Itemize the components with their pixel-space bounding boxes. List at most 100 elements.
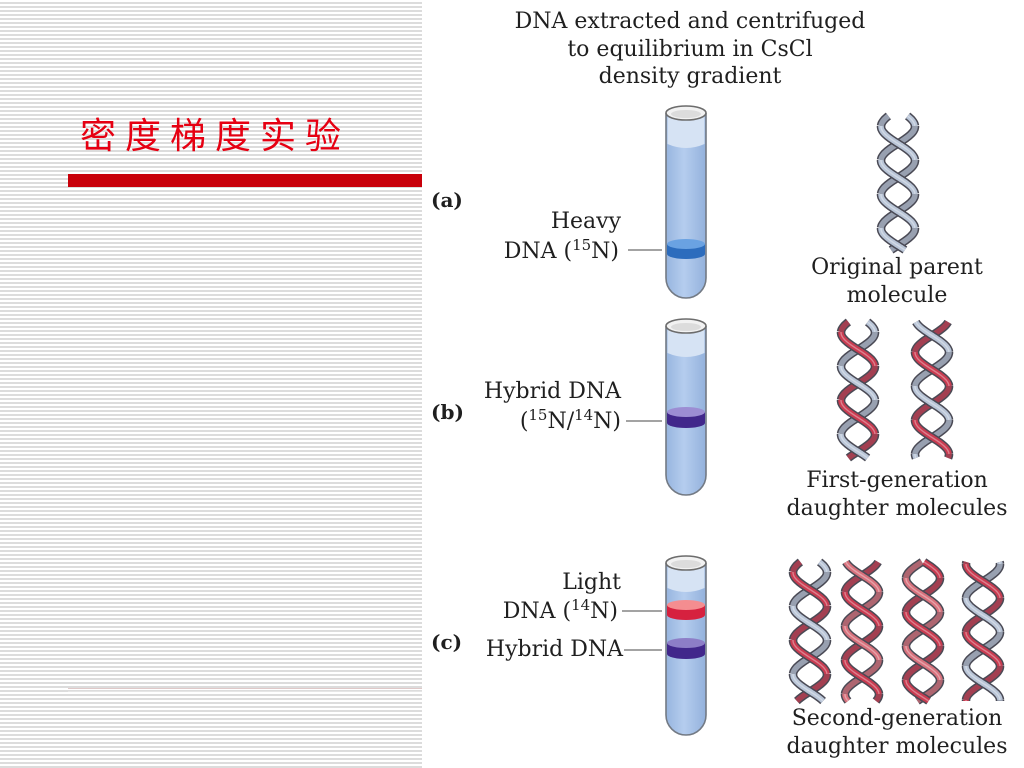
helix-strand-highlight (840, 434, 869, 459)
label-text: ( (519, 409, 529, 434)
tube-top-layer (667, 116, 705, 148)
caption-line: molecule (846, 283, 948, 308)
helix-strand-highlight (915, 321, 950, 353)
helix-strand-highlight (880, 126, 916, 161)
helix-strand (838, 319, 851, 334)
helix-strand (913, 320, 952, 354)
helix-strand (790, 559, 803, 574)
helix-strand-highlight (845, 561, 880, 593)
dna-double-helix (876, 112, 920, 254)
helix-strand (865, 319, 878, 334)
helix-strand (903, 678, 931, 704)
helix-strand-highlight (880, 228, 906, 251)
caption-line: Original parent (811, 255, 983, 280)
helix-strand (912, 350, 952, 388)
title-underline-bar (68, 174, 422, 187)
centrifuge-tube-b (665, 318, 707, 496)
label-text: DNA ( (503, 239, 573, 264)
header-line: to equilibrium in CsCl (567, 36, 813, 62)
helix-strand-highlight (905, 578, 941, 613)
dna-double-helix (788, 558, 832, 705)
label-text: DNA ( (502, 599, 572, 624)
tube-opening (671, 110, 701, 118)
helix-strand (878, 124, 918, 162)
helix-strand-highlight (840, 400, 876, 435)
helix-strand-highlight (905, 680, 929, 702)
helix-strand-highlight (965, 666, 1001, 701)
helix-strand-highlight (792, 572, 828, 607)
helix-strand (795, 672, 830, 704)
helix-strand-highlight (965, 632, 1001, 667)
helix-strand (790, 672, 825, 704)
helix-strand (790, 638, 830, 676)
dna-double-helix (910, 318, 954, 462)
helix-strand (838, 330, 878, 368)
helix-strand (843, 560, 882, 594)
helix-strand-highlight (914, 352, 950, 387)
hybrid-dna-isotope-label: (15N/14N) (519, 407, 621, 434)
hybrid-dna-band-top (667, 638, 705, 648)
helix-strand (878, 158, 918, 196)
helix-strand (903, 610, 943, 648)
helix-strand (838, 364, 878, 402)
dna-double-helix (840, 558, 884, 705)
helix-strand-highlight (914, 420, 950, 455)
panel-tag-b: (b) (431, 400, 464, 424)
helix-strand (842, 692, 851, 703)
helix-strand-highlight (840, 332, 876, 367)
helix-strand (842, 624, 882, 662)
helix-strand (817, 559, 830, 574)
helix-strand-highlight (792, 606, 828, 641)
hybrid-dna-label: Hybrid DNA (483, 379, 621, 404)
caption-b: First-generation daughter molecules (777, 467, 1017, 523)
tube-top-layer (667, 329, 705, 357)
helix-strand-highlight (792, 674, 824, 702)
tube-outline (665, 326, 707, 496)
helix-strand (963, 562, 1003, 600)
helix-strand (963, 630, 1003, 668)
light-label: Light (562, 570, 621, 595)
caption-c: Second-generation daughter molecules (777, 705, 1017, 761)
helix-strand (963, 664, 1003, 702)
helix-strand-highlight (914, 454, 917, 459)
helix-strand-highlight (844, 660, 880, 695)
helix-strand (790, 570, 830, 608)
helix-strand-highlight (907, 115, 916, 127)
diagram-header: DNA extracted and centrifuged to equilib… (480, 8, 900, 91)
helix-strand (912, 418, 952, 456)
helix-strand (838, 432, 870, 461)
dna-double-helix (961, 558, 1005, 704)
light-dna-band-top (667, 600, 705, 610)
helix-strand-highlight (880, 160, 916, 195)
helix-strand (903, 644, 943, 682)
helix-strand-highlight (844, 626, 880, 661)
slide-title: 密度梯度实验 (80, 116, 351, 157)
helix-strand (963, 596, 1003, 634)
helix-strand-highlight (905, 646, 941, 681)
helix-strand-highlight (819, 561, 828, 573)
caption-line: Second-generation (791, 706, 1003, 731)
panel-tag-c: (c) (431, 630, 463, 654)
isotope-superscript: 14 (574, 405, 594, 424)
helix-strand-highlight (844, 694, 849, 702)
tube-outline (665, 563, 707, 736)
helix-strand (905, 113, 918, 128)
label-text: N) (593, 409, 621, 434)
label-text: N) (591, 239, 619, 264)
header-line: density gradient (598, 64, 782, 89)
helix-strand (878, 113, 891, 128)
helix-strand (842, 590, 882, 628)
helix-strand (842, 658, 882, 696)
helix-strand (912, 452, 919, 460)
helix-strand-highlight (880, 194, 916, 229)
heavy-label: Heavy (550, 209, 621, 234)
helix-strand-highlight (965, 598, 1001, 633)
helix-strand-highlight (844, 592, 880, 627)
tube-top-layer (667, 566, 705, 592)
helix-strand (903, 576, 943, 614)
label-text: N/ (547, 409, 575, 434)
caption-line: First-generation (806, 468, 988, 493)
hybrid-dna-band-top (667, 407, 705, 417)
footer-rule (68, 688, 422, 692)
